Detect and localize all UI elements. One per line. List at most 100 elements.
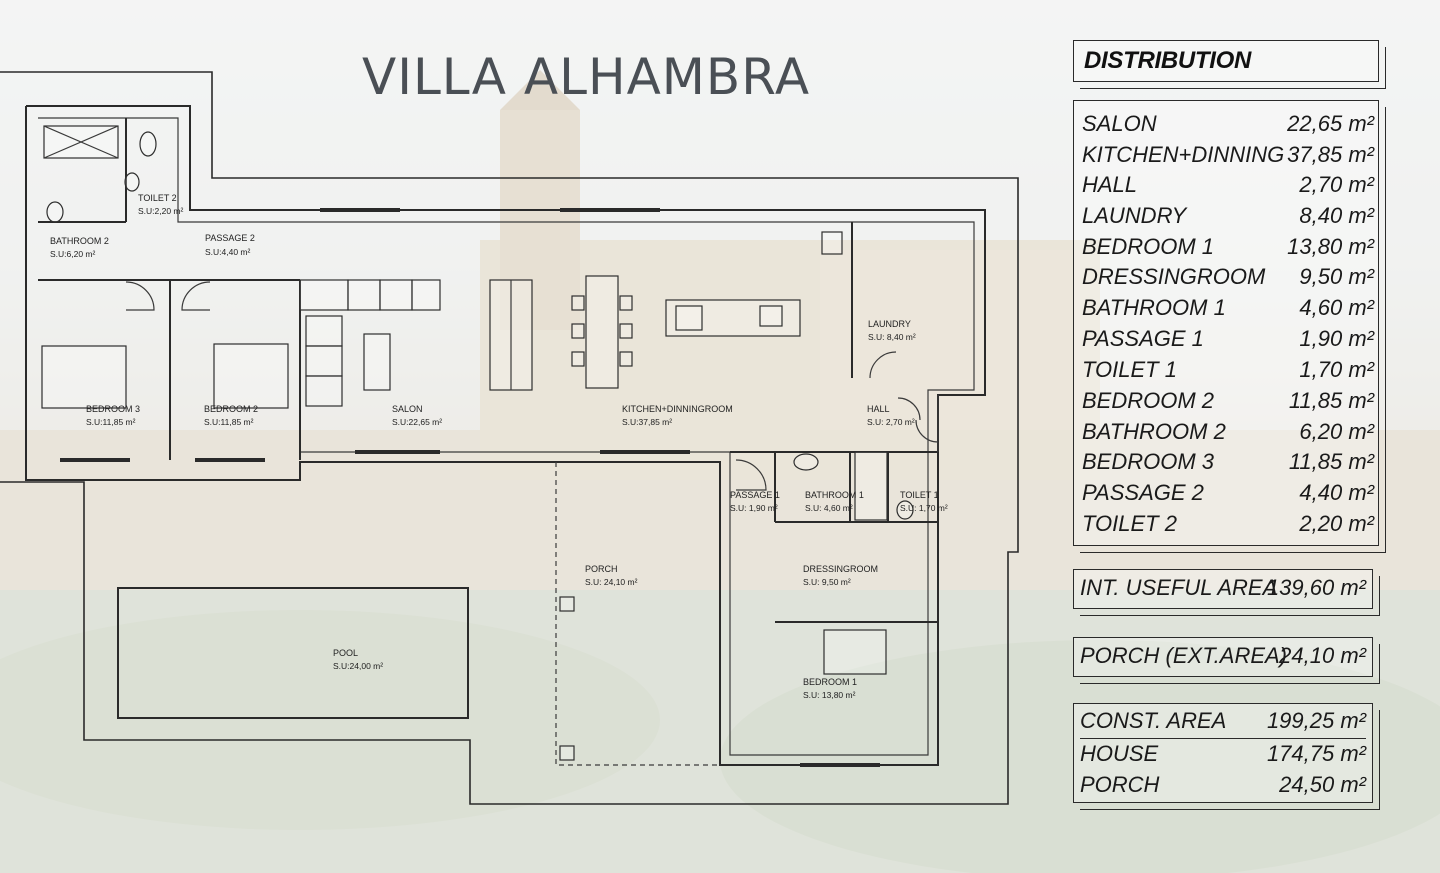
- distribution-row: PASSAGE 1 1,90 m²: [1082, 326, 1374, 356]
- room-area-bedroom1: S.U: 13,80 m²: [803, 690, 856, 700]
- construction-area-box: CONST. AREA 199,25 m² HOUSE 174,75 m² PO…: [1073, 703, 1380, 810]
- distribution-room-name: BATHROOM 2: [1082, 419, 1226, 444]
- door-swing: [915, 419, 939, 443]
- distribution-room-name: KITCHEN+DINNING: [1082, 142, 1285, 167]
- interior-area-label: INT. USEFUL AREA: [1080, 575, 1278, 600]
- door-swing: [869, 351, 897, 379]
- sofa: [305, 375, 343, 407]
- room-name-bedroom2: BEDROOM 2: [204, 404, 258, 414]
- floor-plan: TOILET 2 S.U:2,20 m² BATHROOM 2 S.U:6,20…: [0, 71, 1019, 805]
- wc: [124, 172, 140, 192]
- room-name-dressingroom: DRESSINGROOM: [803, 564, 878, 574]
- hob: [675, 305, 703, 331]
- room-name-salon: SALON: [392, 404, 423, 414]
- house-area-value: 174,75 m²: [1266, 741, 1366, 766]
- distribution-row: DRESSINGROOM 9,50 m²: [1082, 264, 1374, 294]
- sofa: [379, 279, 413, 311]
- fridge: [821, 231, 843, 255]
- room-area-toilet2: S.U:2,20 m²: [138, 206, 184, 216]
- room-area-porch: S.U: 24,10 m²: [585, 577, 638, 587]
- porch-area-value: 24,10 m²: [1279, 643, 1366, 668]
- wc: [896, 500, 914, 520]
- sink: [759, 305, 783, 327]
- distribution-room-name: DRESSINGROOM: [1082, 264, 1266, 289]
- room-name-laundry: LAUNDRY: [868, 319, 911, 329]
- pool-outline: [117, 587, 469, 719]
- distribution-row: BEDROOM 2 11,85 m²: [1082, 388, 1374, 418]
- room-name-kitchen: KITCHEN+DINNINGROOM: [622, 404, 733, 414]
- distribution-room-area: 8,40 m²: [1299, 203, 1374, 228]
- shower: [43, 125, 119, 159]
- distribution-heading: DISTRIBUTION: [1084, 47, 1252, 74]
- dining-table: [585, 275, 619, 389]
- door-swing: [125, 281, 155, 311]
- room-area-bathroom1: S.U: 4,60 m²: [805, 503, 853, 513]
- distribution-room-area: 2,70 m²: [1299, 172, 1374, 197]
- room-name-toilet2: TOILET 2: [138, 193, 177, 203]
- interior-area-value: 139,60 m²: [1266, 575, 1366, 600]
- distribution-room-name: TOILET 2: [1082, 511, 1177, 536]
- house-outline: [25, 105, 986, 766]
- distribution-room-area: 2,20 m²: [1299, 511, 1374, 536]
- room-area-laundry: S.U: 8,40 m²: [868, 332, 916, 342]
- bed: [823, 629, 887, 675]
- chair: [571, 295, 585, 311]
- sofa: [411, 279, 441, 311]
- distribution-room-name: PASSAGE 1: [1082, 326, 1204, 351]
- room-area-dressingroom: S.U: 9,50 m²: [803, 577, 851, 587]
- room-name-porch: PORCH: [585, 564, 618, 574]
- sofa: [299, 279, 349, 311]
- door-swing: [181, 281, 211, 311]
- sofa: [305, 345, 343, 377]
- distribution-row: TOILET 1 1,70 m²: [1082, 357, 1374, 387]
- sofa: [347, 279, 381, 311]
- distribution-room-name: PASSAGE 2: [1082, 480, 1204, 505]
- page-title: VILLA ALHAMBRA: [362, 48, 811, 106]
- distribution-row: BATHROOM 1 4,60 m²: [1082, 295, 1374, 325]
- room-name-bathroom1: BATHROOM 1: [805, 490, 864, 500]
- sofa: [305, 315, 343, 347]
- room-area-pool: S.U:24,00 m²: [333, 661, 383, 671]
- room-area-bathroom2: S.U:6,20 m²: [50, 249, 96, 259]
- distribution-room-area: 11,85 m²: [1288, 388, 1374, 413]
- room-area-hall: S.U: 2,70 m²: [867, 417, 915, 427]
- porch-built-value: 24,50 m²: [1279, 772, 1366, 797]
- distribution-room-name: BEDROOM 2: [1082, 388, 1215, 413]
- interior-area-box: INT. USEFUL AREA 139,60 m²: [1073, 569, 1380, 616]
- wc: [139, 131, 157, 157]
- const-area-row: CONST. AREA 199,25 m²: [1080, 708, 1366, 739]
- distribution-room-area: 4,60 m²: [1299, 295, 1374, 320]
- room-name-passage2: PASSAGE 2: [205, 233, 255, 243]
- bed: [213, 343, 289, 409]
- distribution-row: HALL 2,70 m²: [1082, 172, 1374, 202]
- room-area-bedroom2: S.U:11,85 m²: [204, 417, 254, 427]
- distribution-room-area: 11,85 m²: [1288, 449, 1374, 474]
- chair: [619, 295, 633, 311]
- coffee-table: [363, 333, 391, 391]
- const-area-value: 199,25 m²: [1266, 708, 1366, 733]
- distribution-room-area: 1,70 m²: [1299, 357, 1374, 382]
- shower: [854, 451, 888, 521]
- distribution-room-area: 1,90 m²: [1299, 326, 1374, 351]
- door-swing: [897, 397, 921, 421]
- distribution-room-area: 9,50 m²: [1299, 264, 1374, 289]
- house-inner-outline: [38, 117, 975, 756]
- porch-area-box: PORCH (EXT.AREA) 24,10 m²: [1073, 637, 1380, 684]
- plot-boundary: [0, 71, 1019, 805]
- distribution-room-name: TOILET 1: [1082, 357, 1177, 382]
- chair: [571, 323, 585, 339]
- distribution-room-name: BATHROOM 1: [1082, 295, 1226, 320]
- porch-built-label: PORCH: [1080, 772, 1160, 797]
- distribution-row: TOILET 2 2,20 m²: [1082, 511, 1374, 541]
- distribution-room-name: HALL: [1082, 172, 1138, 197]
- room-name-bedroom3: BEDROOM 3: [86, 404, 140, 414]
- chair: [619, 351, 633, 367]
- room-area-toilet1: S.U: 1,70 m²: [900, 503, 948, 513]
- chair: [619, 323, 633, 339]
- room-name-passage1: PASSAGE 1: [730, 490, 780, 500]
- bed: [41, 345, 127, 409]
